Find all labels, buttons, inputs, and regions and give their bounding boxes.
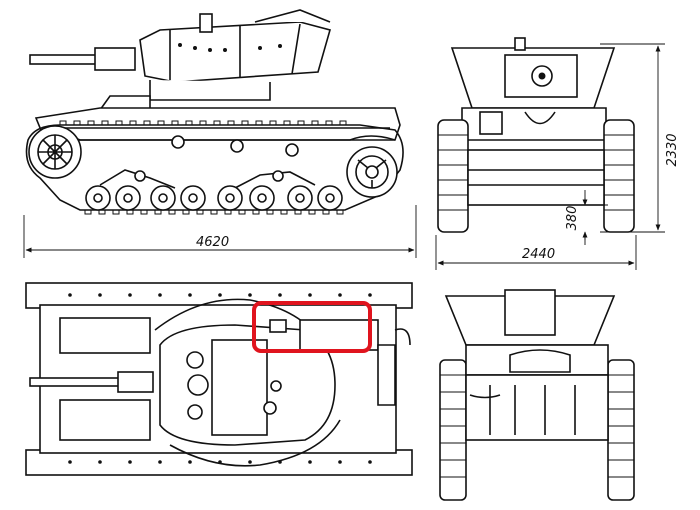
front-lower-hull xyxy=(467,149,605,206)
highlight-box xyxy=(252,301,372,353)
length-label: 4620 xyxy=(196,235,229,250)
clearance-label: 380 xyxy=(565,206,580,231)
front-track-right xyxy=(603,119,635,233)
width-label: 2440 xyxy=(522,247,555,262)
turret-hatch xyxy=(199,13,213,33)
side-view xyxy=(25,9,404,215)
side-track xyxy=(25,124,404,211)
front-track-left xyxy=(437,119,469,233)
return-roller xyxy=(171,135,185,149)
rear-view xyxy=(439,289,635,501)
top-view xyxy=(25,282,413,476)
height-dimension: 2330 xyxy=(600,43,680,233)
return-roller xyxy=(285,143,299,157)
side-turret xyxy=(139,21,331,83)
rear-track-right xyxy=(607,359,635,501)
return-roller xyxy=(230,139,244,153)
turret-hatch-open xyxy=(254,9,331,23)
turret-hatch-top xyxy=(211,339,268,436)
side-hull xyxy=(34,107,401,141)
length-dimension: 4620 xyxy=(23,205,417,258)
exhaust xyxy=(377,344,396,406)
width-dimension: 2440 xyxy=(435,235,637,270)
road-wheels xyxy=(85,185,343,211)
height-label: 2330 xyxy=(665,133,680,166)
rear-lower-hull xyxy=(465,374,609,441)
rear-track-left xyxy=(439,359,467,501)
engine-deck xyxy=(299,319,379,351)
front-view xyxy=(437,37,635,233)
top-gun-barrel xyxy=(29,377,126,387)
clearance-dimension: 380 xyxy=(565,190,608,245)
gun-mantlet xyxy=(94,47,136,71)
